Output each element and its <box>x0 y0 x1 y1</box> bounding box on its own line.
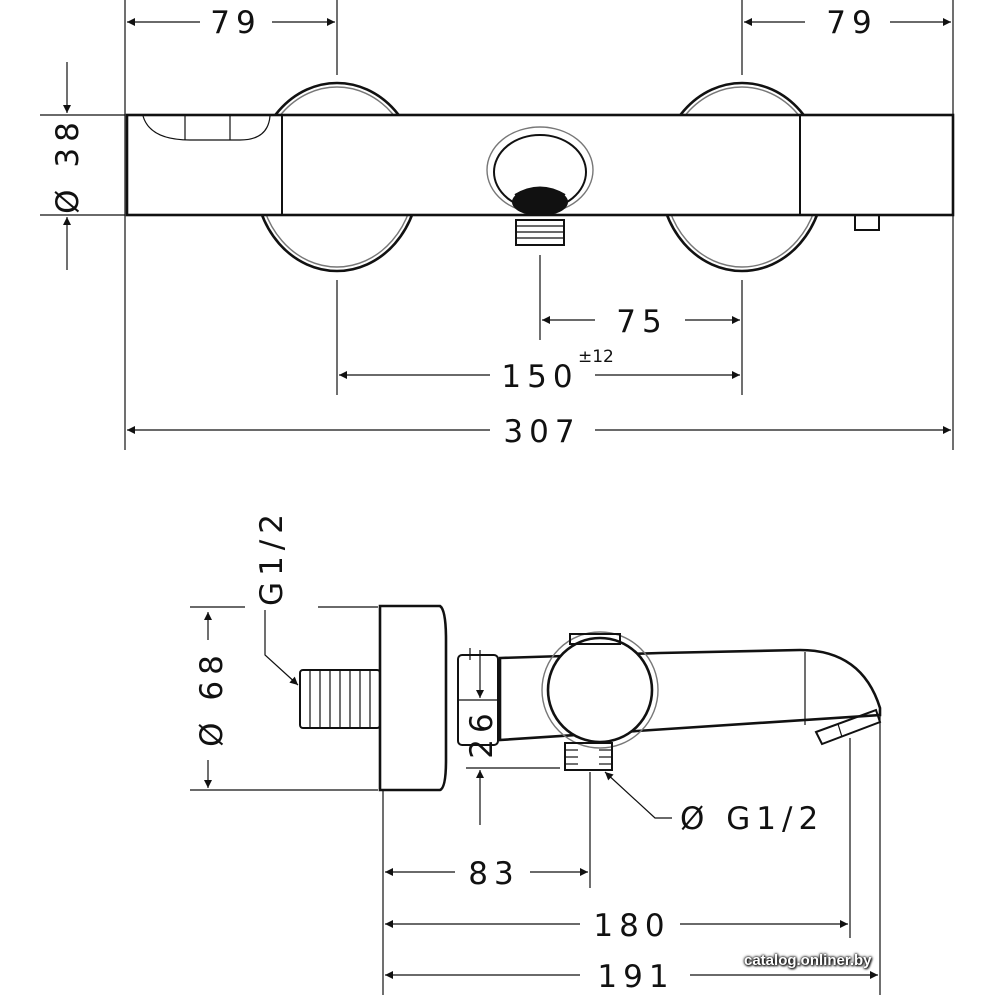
dim-right-offset: 79 <box>826 5 877 41</box>
hose-connector <box>486 126 594 246</box>
dim-center-distance: 150 <box>501 359 578 395</box>
dim-total-depth: 191 <box>597 959 674 995</box>
dim-total-length: 307 <box>503 414 580 450</box>
dim-center-tolerance: ±12 <box>578 347 614 367</box>
dim-outlet-offset: 75 <box>616 304 667 340</box>
wall-plate <box>378 604 448 792</box>
extension-lines <box>40 0 954 450</box>
thread-inlet-label: G1/2 <box>254 508 290 606</box>
dim-nut: 26 <box>464 707 500 758</box>
top-view: 79 79 Ø 38 75 150 ±12 307 <box>40 0 955 450</box>
dim-diameter: Ø 38 <box>50 116 86 214</box>
dim-spout-depth: 180 <box>593 908 670 944</box>
dim-outlet-depth: 83 <box>468 856 519 892</box>
watermark: catalog.onliner.by <box>744 952 872 969</box>
dim-plate-diameter: Ø 68 <box>194 649 230 747</box>
side-knob <box>546 636 654 744</box>
dim-left-offset: 79 <box>210 5 261 41</box>
thread-outlet-label: Ø G1/2 <box>680 801 824 837</box>
side-view: Ø 68 G1/2 26 Ø G1/2 <box>190 508 882 995</box>
